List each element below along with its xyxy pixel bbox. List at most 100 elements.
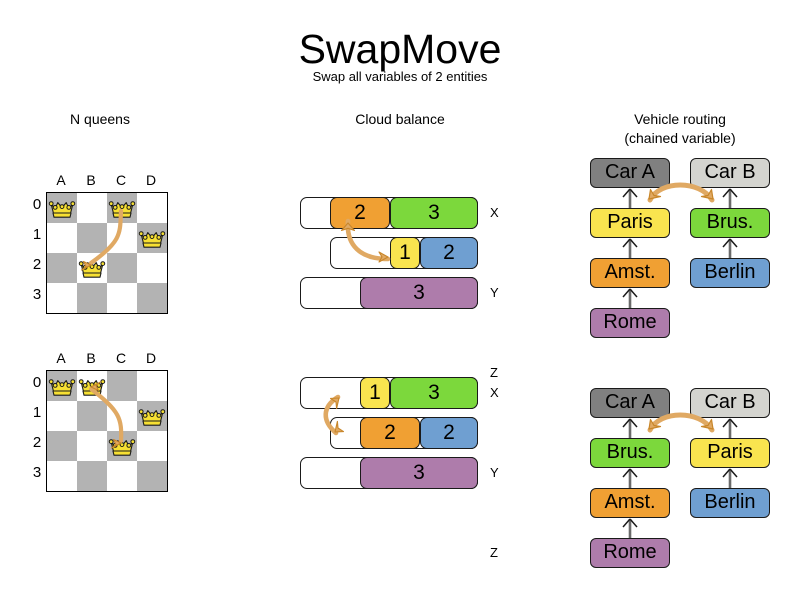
vrp-node-b-carb[interactable]: Car B	[690, 158, 770, 188]
section-heading-cloud-balance: Cloud balance	[355, 111, 445, 127]
column-header-D: D	[145, 350, 157, 366]
cloud-row-label-X: X	[490, 385, 499, 400]
column-header-B: B	[86, 172, 96, 188]
vrp-node-b-brus[interactable]: Brus.	[690, 208, 770, 238]
cloud-swap-arrow	[323, 394, 345, 436]
row-header-1: 1	[32, 404, 42, 421]
board-cell-B3[interactable]	[77, 283, 107, 313]
board-cell-C3[interactable]	[107, 461, 137, 491]
cloud-swap-arrow	[340, 218, 391, 263]
cloud-row-label-X: X	[490, 205, 499, 220]
vrp-heading-line-2: (chained variable)	[624, 130, 736, 146]
board-cell-C2[interactable]	[107, 253, 137, 283]
cloud-segment-X-1[interactable]: 1	[360, 377, 390, 409]
board-grid	[46, 192, 168, 314]
swap-arrow	[88, 381, 124, 449]
chess-board-before: A B C D 0 1 2 3	[32, 172, 172, 316]
board-cell-B2[interactable]	[77, 431, 107, 461]
vrp-node-a-amst[interactable]: Amst.	[590, 488, 670, 518]
column-header-A: A	[56, 172, 66, 188]
row-header-1: 1	[32, 226, 42, 243]
vrp-chain-arrows	[622, 412, 738, 538]
vrp-node-b-carb[interactable]: Car B	[690, 388, 770, 418]
queen-icon	[48, 201, 76, 218]
board-cell-D0[interactable]	[137, 371, 167, 401]
column-header-C: C	[115, 172, 127, 188]
board-cell-D2[interactable]	[137, 431, 167, 461]
cloud-row-label-Z: Z	[490, 545, 498, 560]
row-header-0: 0	[32, 374, 42, 391]
queen-icon	[138, 231, 166, 248]
cloud-segment-Y-2[interactable]: 2	[420, 237, 478, 269]
page-title: SwapMove	[298, 26, 502, 72]
cloud-row-label-Z: Z	[490, 365, 498, 380]
cloud-segment-Z-1[interactable]: 3	[360, 457, 478, 489]
column-header-D: D	[145, 172, 157, 188]
board-cell-B1[interactable]	[77, 401, 107, 431]
board-cell-A2[interactable]	[47, 431, 77, 461]
cloud-segment-X-2[interactable]: 3	[390, 377, 478, 409]
row-header-0: 0	[32, 196, 42, 213]
board-cell-D3[interactable]	[137, 283, 167, 313]
row-header-2: 2	[32, 434, 42, 451]
queen-icon	[108, 201, 136, 218]
vrp-node-b-berlin[interactable]: Berlin	[690, 258, 770, 288]
board-cell-B3[interactable]	[77, 461, 107, 491]
board-cell-A3[interactable]	[47, 283, 77, 313]
page-subtitle: Swap all variables of 2 entities	[312, 69, 488, 84]
vrp-node-a-amst[interactable]: Amst.	[590, 258, 670, 288]
cloud-segment-X-1[interactable]: 2	[330, 197, 390, 229]
board-cell-A3[interactable]	[47, 461, 77, 491]
board-cell-A1[interactable]	[47, 401, 77, 431]
swap-arrow	[80, 208, 124, 271]
vrp-node-a-brus[interactable]: Brus.	[590, 438, 670, 468]
board-cell-D1[interactable]	[137, 401, 167, 431]
vrp-heading-line-1: Vehicle routing	[634, 111, 726, 127]
board-cell-D2[interactable]	[137, 253, 167, 283]
vrp-chain-arrows	[622, 182, 738, 308]
row-header-3: 3	[32, 286, 42, 303]
vrp-node-b-berlin[interactable]: Berlin	[690, 488, 770, 518]
vrp-node-a-cara[interactable]: Car A	[590, 158, 670, 188]
board-cell-A2[interactable]	[47, 253, 77, 283]
board-cell-C3[interactable]	[107, 283, 137, 313]
board-cell-B0[interactable]	[77, 193, 107, 223]
board-cell-A1[interactable]	[47, 223, 77, 253]
vrp-node-b-paris[interactable]: Paris	[690, 438, 770, 468]
section-heading-n-queens: N queens	[70, 111, 130, 127]
vrp-node-a-rome[interactable]: Rome	[590, 308, 670, 338]
column-header-B: B	[86, 350, 96, 366]
cloud-segment-Y-1[interactable]: 1	[390, 237, 420, 269]
board-cell-A0[interactable]	[47, 371, 77, 401]
board-cell-D1[interactable]	[137, 223, 167, 253]
board-cell-C0[interactable]	[107, 371, 137, 401]
section-heading-vehicle-routing: Vehicle routing (chained variable)	[600, 110, 760, 148]
board-cell-B1[interactable]	[77, 223, 107, 253]
row-header-2: 2	[32, 256, 42, 273]
queen-icon	[48, 379, 76, 396]
queen-icon	[138, 409, 166, 426]
board-cell-D3[interactable]	[137, 461, 167, 491]
board-cell-D0[interactable]	[137, 193, 167, 223]
row-header-3: 3	[32, 464, 42, 481]
vrp-node-a-rome[interactable]: Rome	[590, 538, 670, 568]
vrp-node-a-cara[interactable]: Car A	[590, 388, 670, 418]
cloud-segment-Y-2[interactable]: 2	[420, 417, 478, 449]
cloud-segment-X-2[interactable]: 3	[390, 197, 478, 229]
cloud-segment-Y-1[interactable]: 2	[360, 417, 420, 449]
column-header-C: C	[115, 350, 127, 366]
board-cell-A0[interactable]	[47, 193, 77, 223]
cloud-row-label-Y: Y	[490, 465, 499, 480]
vrp-node-a-paris[interactable]: Paris	[590, 208, 670, 238]
cloud-segment-Z-1[interactable]: 3	[360, 277, 478, 309]
